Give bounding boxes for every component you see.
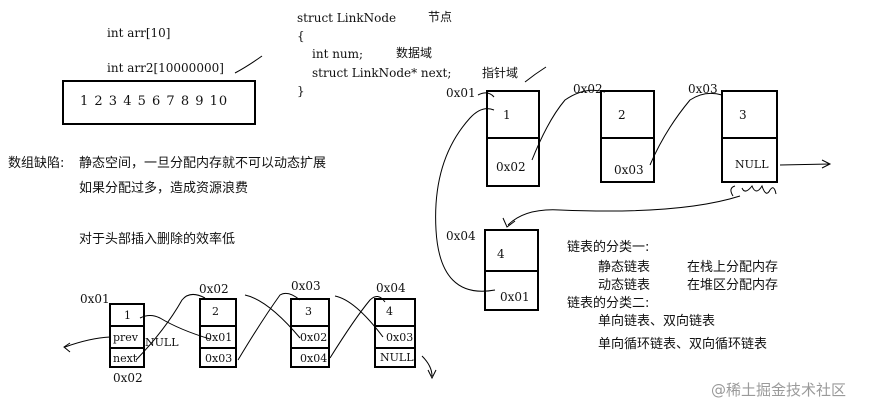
dl-node4-address: 0x04	[376, 281, 406, 295]
struct-close-brace: }	[297, 84, 305, 98]
dl-node3-divider-a	[290, 325, 330, 327]
dl-node-1	[109, 303, 145, 368]
dl-node1-num: 1	[124, 309, 131, 322]
next-pointer-curve	[524, 66, 547, 83]
link-3-4-arrowhead	[502, 217, 516, 228]
dl-node1-next: next	[113, 352, 138, 365]
link-4-1-curve	[435, 108, 496, 292]
node4-num: 4	[497, 247, 505, 261]
node1-next: 0x02	[496, 160, 526, 174]
classification-title2: 链表的分类二:	[567, 296, 650, 311]
dl-node3-num: 3	[305, 305, 312, 318]
dl-next-1-2-curve	[135, 294, 206, 361]
dynamic-list-desc: 在堆区分配内存	[687, 278, 779, 293]
array-values: 1 2 3 4 5 6 7 8 9 10	[80, 94, 229, 109]
watermark: @稀土掘金技术社区	[711, 381, 847, 399]
array-defect-line2: 如果分配过多，造成资源浪费	[79, 181, 249, 196]
node3-divider	[721, 137, 778, 139]
link-2-3-curve	[649, 92, 723, 166]
dl-node2-divider-b	[199, 347, 237, 349]
dl-node1-divider-a	[109, 325, 145, 327]
field-next-note: 指针域	[482, 66, 519, 80]
dl-prev-null-arrowhead	[63, 342, 71, 353]
dl-node4-divider-a	[374, 325, 416, 327]
null-arrow-head	[821, 159, 832, 169]
dl-node4-prev: 0x03	[386, 331, 414, 344]
link-3-4-curve	[507, 195, 741, 226]
dl-node1-address: 0x01	[80, 292, 110, 306]
list-node-2	[600, 90, 655, 183]
dl-node2-address: 0x02	[199, 282, 229, 296]
struct-header: struct LinkNode	[297, 11, 397, 25]
dl-node-4	[374, 298, 416, 368]
struct-header-note: 节点	[428, 10, 453, 24]
arr-declaration: int arr[10]	[107, 26, 171, 40]
dl-node4-num: 4	[386, 305, 393, 318]
node3-next: NULL	[735, 158, 769, 171]
dl-next-2-3-curve	[237, 292, 301, 361]
dl-prev-3-2-curve	[244, 294, 301, 339]
classification-item2: 单向循环链表、双向循环链表	[598, 337, 768, 352]
dl-next-3-4-curve	[329, 296, 386, 359]
dl-null-curve	[421, 355, 433, 377]
arr2-declaration: int arr2[10000000]	[107, 61, 224, 75]
node4-divider	[484, 270, 539, 272]
dl-prev-null-curve	[64, 336, 111, 348]
dl-node1-divider-b	[109, 347, 145, 349]
dl-node3-next: 0x04	[300, 352, 328, 365]
link-1-2-curve	[531, 89, 606, 161]
dl-node1-prev-null: NULL	[145, 336, 179, 349]
node1-divider	[486, 137, 540, 139]
dl-prev-2-1-curve	[139, 315, 211, 340]
dl-node2-num: 2	[212, 305, 219, 318]
dl-node2-next: 0x03	[205, 352, 233, 365]
array-defect-line1: 静态空间，一旦分配内存就不可以动态扩展	[79, 156, 327, 171]
dl-null-arrowhead	[427, 369, 437, 380]
node4-address: 0x04	[446, 229, 476, 243]
node2-num: 2	[618, 108, 626, 122]
static-list-label: 静态链表	[598, 260, 651, 275]
struct-field-num: int num;	[312, 47, 364, 61]
array-box	[62, 80, 256, 125]
dl-node2-divider-a	[199, 325, 237, 327]
node4-next: 0x01	[500, 290, 530, 304]
node2-divider	[600, 137, 655, 139]
node2-next: 0x03	[614, 163, 644, 177]
array-defect-line3: 对于头部插入删除的效率低	[79, 232, 236, 247]
dl-node4-divider-b	[374, 347, 416, 349]
dl-node4-next: NULL	[380, 351, 414, 364]
dl-node3-address: 0x03	[291, 279, 321, 293]
dl-node2-prev: 0x01	[205, 331, 233, 344]
classification-title1: 链表的分类一:	[567, 240, 650, 255]
dl-node1-next-value: 0x02	[113, 371, 143, 385]
arr2-pointer-curve	[234, 55, 263, 74]
dl-node-2	[199, 298, 237, 368]
dynamic-list-label: 动态链表	[598, 278, 651, 293]
list-node-3	[721, 90, 778, 183]
node3-num: 3	[739, 108, 747, 122]
node3-address: 0x03	[688, 82, 718, 96]
dl-node3-prev: 0x02	[300, 331, 328, 344]
field-num-note: 数据域	[396, 46, 433, 60]
node2-address: 0x02	[573, 82, 603, 96]
classification-item1: 单向链表、双向链表	[598, 314, 716, 329]
node1-address: 0x01	[446, 86, 476, 100]
dl-node1-prev: prev	[113, 331, 139, 344]
struct-field-next: struct LinkNode* next;	[312, 66, 452, 80]
dl-node-3	[290, 298, 330, 368]
array-defect-title: 数组缺陷:	[8, 156, 65, 171]
null-arrow-line	[779, 163, 831, 166]
handwritten-0x04	[730, 184, 777, 197]
dl-prev-4-3-curve	[334, 295, 384, 338]
struct-open-brace: {	[297, 29, 305, 43]
dl-node3-divider-b	[290, 347, 330, 349]
node1-num: 1	[503, 108, 511, 122]
static-list-desc: 在栈上分配内存	[687, 260, 779, 275]
